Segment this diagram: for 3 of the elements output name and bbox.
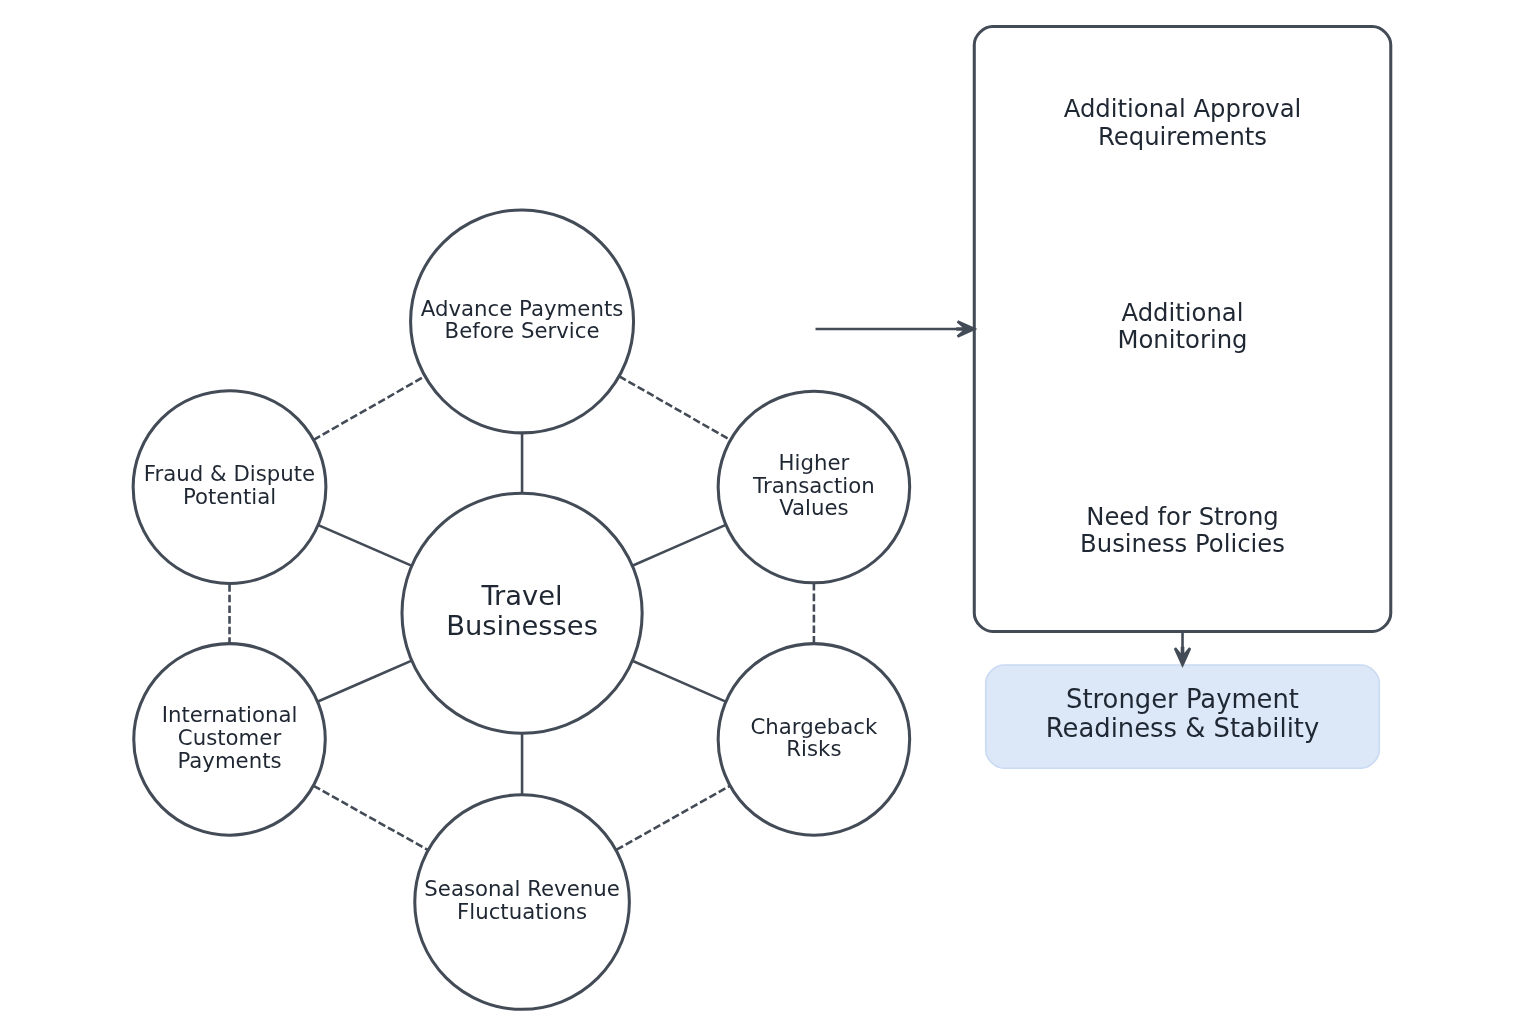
node-text: Additional Monitoring (1117, 298, 1248, 355)
node-text: Additional Approval Requirements (1063, 94, 1302, 151)
node-text: Need for Strong Business Policies (1080, 501, 1285, 559)
